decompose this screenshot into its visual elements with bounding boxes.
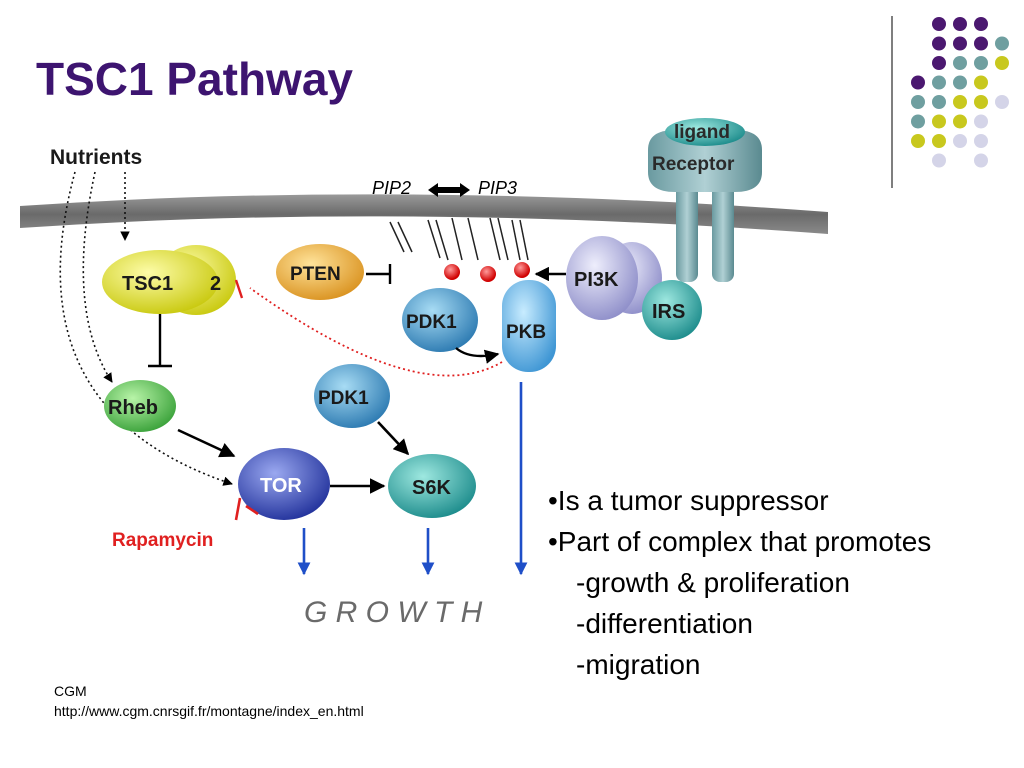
decorative-dot bbox=[932, 17, 946, 31]
decorative-dot bbox=[932, 36, 946, 51]
bullet-item: •Part of complex that promotes bbox=[548, 526, 932, 557]
cell-membrane bbox=[20, 194, 828, 234]
decorative-dot bbox=[974, 75, 988, 90]
phosphate-dot bbox=[444, 264, 460, 280]
decorative-dot bbox=[911, 75, 925, 90]
tsc1-pathway-diagram: Nutrients PIP2 PIP3 ligand Receptor TSC1… bbox=[20, 118, 828, 629]
pdk1-lower-shape bbox=[314, 364, 390, 428]
tsc1-shape bbox=[102, 250, 218, 314]
decorative-dot bbox=[974, 134, 988, 148]
growth-label: G R O W T H bbox=[304, 596, 483, 629]
citation-source: CGM bbox=[54, 683, 87, 699]
pdk1-to-s6k-arrow bbox=[377, 421, 410, 456]
decorative-dot bbox=[932, 56, 946, 70]
rheb-label: Rheb bbox=[108, 397, 158, 419]
slide-title: TSC1 Pathway bbox=[36, 53, 353, 105]
pten-shape bbox=[276, 244, 364, 300]
s6k-label: S6K bbox=[412, 477, 451, 499]
decorative-dot bbox=[932, 95, 946, 109]
pten-label: PTEN bbox=[290, 264, 341, 285]
pip2-label: PIP2 bbox=[372, 178, 411, 198]
decorative-dot bbox=[953, 134, 967, 148]
pdk1-lower-label: PDK1 bbox=[318, 388, 369, 409]
decorative-dot bbox=[911, 95, 925, 109]
nutrients-label: Nutrients bbox=[50, 146, 142, 169]
decorative-dot bbox=[932, 134, 946, 148]
receptor-label: Receptor bbox=[652, 154, 735, 175]
decorative-dot bbox=[974, 36, 988, 51]
pkb-shape bbox=[502, 280, 556, 372]
bullet-item: •Is a tumor suppressor bbox=[548, 485, 829, 516]
citation: CGM http://www.cgm.cnrsgif.fr/montagne/i… bbox=[54, 681, 364, 721]
tsc1-label: TSC1 bbox=[122, 273, 173, 295]
phosphate-dot bbox=[514, 262, 530, 278]
irs-shape bbox=[642, 280, 702, 340]
pkb-label: PKB bbox=[506, 322, 546, 343]
rapamycin-inhibition-line bbox=[234, 497, 259, 521]
pi3k-shape bbox=[566, 236, 638, 320]
pdk1-top-shape bbox=[402, 288, 478, 352]
bullet-list: •Is a tumor suppressor •Part of complex … bbox=[548, 480, 931, 685]
tor-shape bbox=[238, 448, 330, 520]
decorative-dot bbox=[953, 95, 967, 109]
decorative-dot bbox=[953, 17, 967, 31]
decorative-dot bbox=[953, 114, 967, 129]
sub-bullet-item: -differentiation bbox=[576, 608, 753, 639]
decorative-dot bbox=[974, 114, 988, 129]
tsc-inhibits-rheb-line bbox=[148, 314, 172, 368]
decorative-dot bbox=[974, 95, 988, 109]
decorative-dot bbox=[995, 95, 1009, 109]
citation-link[interactable]: http://www.cgm.cnrsgif.fr/montagne/index… bbox=[54, 703, 364, 719]
decorative-dot bbox=[974, 17, 988, 31]
nutrient-arrow-tor bbox=[59, 171, 233, 486]
ligand-label: ligand bbox=[674, 122, 730, 143]
irs-label: IRS bbox=[652, 301, 685, 323]
decorative-dot-grid bbox=[891, 16, 1009, 188]
decorative-dot bbox=[911, 134, 925, 148]
decorative-dot bbox=[953, 56, 967, 70]
pdk1-top-label: PDK1 bbox=[406, 312, 457, 333]
tsc2-label: 2 bbox=[210, 273, 221, 295]
phosphate-dot bbox=[480, 266, 496, 282]
decorative-dot bbox=[974, 56, 988, 70]
decorative-dot bbox=[932, 153, 946, 168]
decorative-dot bbox=[953, 36, 967, 51]
pip-exchange-arrow bbox=[428, 183, 470, 197]
s6k-shape bbox=[388, 454, 476, 518]
tsc2-inhibition-bar bbox=[234, 279, 244, 299]
sub-bullet-item: -growth & proliferation bbox=[576, 567, 850, 598]
rheb-to-tor-arrow bbox=[177, 428, 236, 458]
pip3-label: PIP3 bbox=[478, 178, 517, 198]
decorative-dot bbox=[974, 153, 988, 168]
pip-lipid-lines bbox=[389, 217, 529, 261]
decorative-dot bbox=[953, 75, 967, 90]
receptor-shape bbox=[648, 118, 762, 282]
decorative-dot bbox=[995, 36, 1009, 51]
pi3k-label: PI3K bbox=[574, 269, 619, 291]
decorative-dot bbox=[995, 56, 1009, 70]
pdk1-to-pkb-arrow bbox=[455, 347, 500, 364]
decorative-dot bbox=[932, 75, 946, 90]
rapamycin-label: Rapamycin bbox=[112, 530, 213, 551]
rheb-shape bbox=[104, 380, 176, 432]
decorative-dot bbox=[911, 114, 925, 129]
ligand-shape bbox=[665, 118, 745, 146]
tor-label: TOR bbox=[260, 475, 302, 497]
decorative-dot bbox=[932, 114, 946, 129]
dot-pattern bbox=[911, 17, 1009, 168]
sub-bullet-item: -migration bbox=[576, 649, 701, 680]
pten-inhibition-line bbox=[366, 264, 392, 284]
